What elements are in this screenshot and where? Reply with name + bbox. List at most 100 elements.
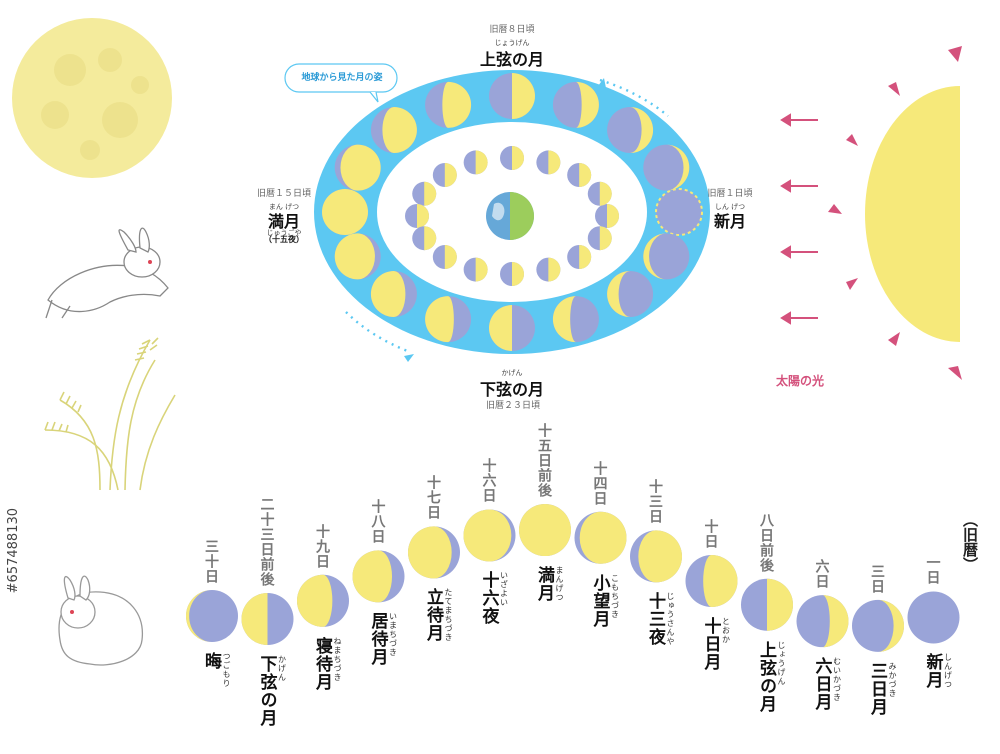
calendar-day-label: 十七日 [425,475,441,521]
orbit-moon-sunlit-8 [405,204,429,228]
orbit-moon-sunlit-0 [595,204,619,228]
callout-bubble [284,63,398,103]
full-moon-ruby: まん げつ [268,203,300,211]
orbit-moon-phase-14 [607,271,654,318]
orbit-moon-phase-0 [655,188,703,236]
calendar-day-label: 十九日 [314,523,330,569]
full-moon-decoration [12,18,172,178]
calendar-day-label: 二十三日前後 [258,496,275,587]
calendar-moon-8 [630,530,682,583]
orbit-moon-sunlit-12 [500,262,524,286]
orbit-moon-sunlit-10 [432,245,457,270]
calendar-phase-name: 小望月 [589,573,610,628]
jugoya-label: （十五夜） [264,235,304,244]
calendar-moon-1 [241,592,294,645]
calendar-day-label: 十八日 [369,499,386,545]
orbit-moon-phase-4 [489,73,535,119]
calendar-day-label: 十三日 [647,479,663,525]
inner-moon-ring [405,146,619,286]
calendar-phase-ruby: ねまちづき [333,636,342,682]
calendar-day-label: 十六日 [480,458,497,504]
calendar-moon-6 [519,504,571,557]
calendar-day-label: 一日 [924,555,941,586]
calendar-phase-name: 晦 [201,651,221,670]
calendar-day-label: 八日前後 [758,512,774,573]
calendar-day-label: 十四日 [591,460,608,506]
calendar-phase-name: 満月 [534,566,554,603]
calendar-phase-name: 十日月 [700,616,721,671]
calendar-phase-ruby: いざよい [499,571,509,608]
stock-id-label: #657488130 [6,508,21,594]
orbit-moon-phase-2 [607,106,654,153]
sunlight-arrows [780,113,818,325]
calendar-day-label: 三十日 [203,538,219,584]
orbit-moon-phase-8 [322,189,368,235]
calendar-moon-13 [907,591,960,644]
earth-icon [486,192,534,240]
jumping-rabbit-illustration [45,227,169,319]
calendar-phase-name: 寝待月 [312,636,332,691]
sitting-rabbit-illustration [58,575,144,666]
calendar-day-label: 十五日前後 [536,423,552,499]
calendar-phase-name: 十六夜 [478,571,499,626]
orbit-moon-phase-3 [552,81,599,128]
orbit-moon-phase-13 [552,296,599,343]
calendar-phase-name: 新月 [922,653,943,690]
last-quarter-ruby: かげん [501,369,523,377]
calendar-moon-10 [741,578,794,631]
orbit-moon-sunlit-15 [587,226,612,251]
calendar-phase-ruby: しんげつ [943,653,953,690]
orbit-moon-sunlit-2 [567,162,592,187]
calendar-day-label: 六日 [813,559,830,590]
orbit-moon-phase-1 [643,144,690,191]
calendar-phase-name: 立待月 [423,588,443,643]
sunlight-label: 太陽の光 [775,374,824,388]
calendar-moon-2 [297,574,349,627]
orbit-moon-sunlit-9 [412,226,437,251]
full-moon-note: 旧暦１５日頃 [256,189,311,199]
orbit-moon-sunlit-6 [432,162,457,187]
orbit-moon-phase-6 [370,106,417,153]
new-moon-note: 旧暦１日頃 [707,189,753,199]
new-moon-ruby: しん げつ [714,203,746,211]
orbit-moon-phase-7 [334,144,381,191]
orbit-moon-sunlit-11 [463,257,488,282]
calendar-moon-0 [186,589,238,642]
sun-illustration [828,46,962,380]
outer-moon-ring [322,73,703,351]
calendar-moon-4 [408,526,460,579]
orbit-moon-sunlit-4 [500,146,524,170]
full-moon-label: 満月 [267,212,300,231]
orbit-moon-sunlit-3 [536,150,561,175]
calendar-phase-ruby: たてまちづき [444,588,453,643]
orbit-moon-phase-11 [425,296,472,343]
calendar-moon-9 [685,554,738,607]
calendar-moon-3 [352,550,405,603]
calendar-phase-ruby: むいかづき [832,657,842,703]
calendar-phase-ruby: かげん [277,654,287,682]
first-quarter-label: 上弦の月 [479,50,544,69]
orbit-moon-sunlit-1 [587,181,612,206]
calendar-phase-ruby: まんげつ [555,566,564,603]
calendar-phase-name: 六日月 [811,657,832,712]
calendar-phase-ruby: つごもり [222,651,231,688]
callout-text: 地球から見た月の姿 [301,73,383,83]
calendar-day-label: 十日 [702,518,719,549]
calendar-phase-name: 上弦の月 [756,640,776,713]
calendar-phase-name: 居待月 [367,612,388,667]
orbit-moon-sunlit-7 [412,181,437,206]
calendar-phase-name: 三日月 [867,661,887,716]
orbit-moon-sunlit-13 [536,257,561,282]
calendar-phase-ruby: とおか [721,616,731,644]
calendar-phase-ruby: こもちづき [610,573,620,619]
orbit-moon-sunlit-14 [567,245,592,270]
calendar-phase-name: 下弦の月 [256,654,277,727]
orbit-moon-phase-12 [489,305,535,351]
calendar-moon-7 [574,511,627,564]
calendar-moon-11 [796,595,849,648]
jugoya-ruby: じゅうごや [266,229,302,237]
last-quarter-note: 旧暦２３日頃 [485,401,540,411]
calendar-moon-12 [852,599,905,652]
first-quarter-ruby: じょうげん [494,39,530,47]
